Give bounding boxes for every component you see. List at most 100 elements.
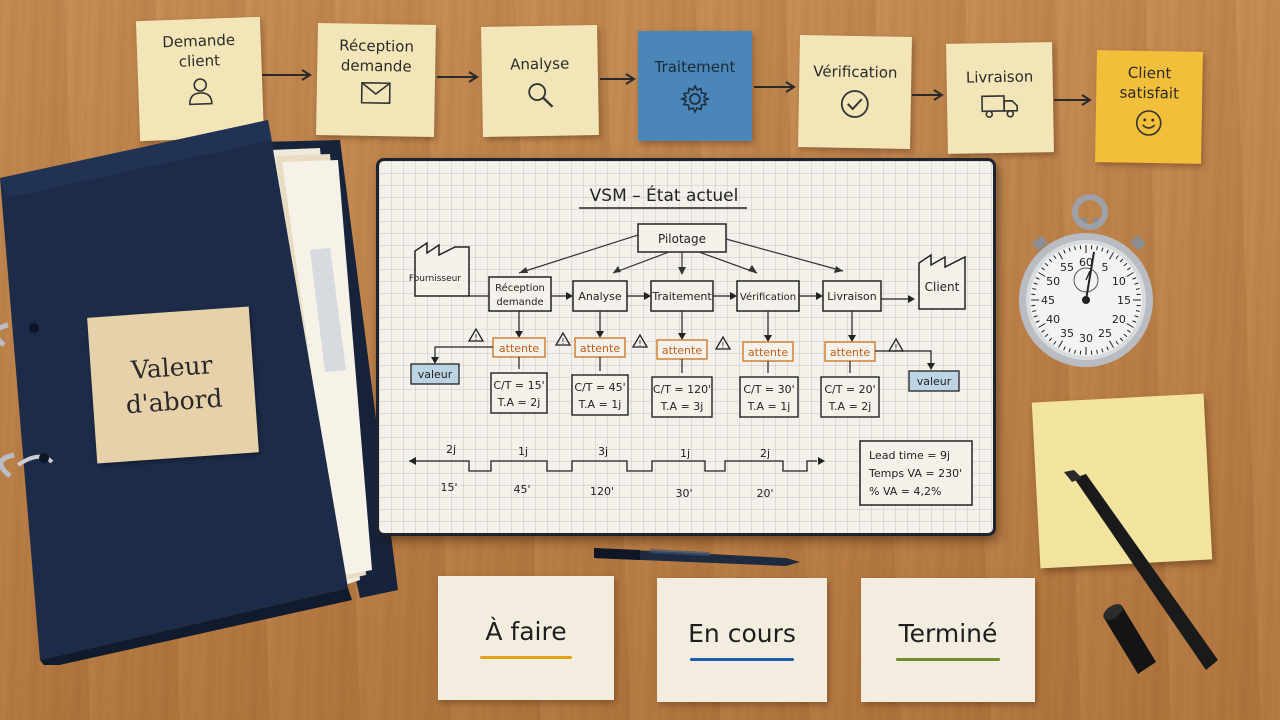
flow-step-livraison[interactable]: Livraison — [946, 42, 1054, 154]
stopwatch-number: 15 — [1117, 294, 1131, 307]
vsm-data-box: C/T = 45' T.A = 1j — [571, 374, 629, 416]
vsm-process-verification[interactable]: Vérification — [736, 280, 800, 312]
stopwatch-tick — [1109, 252, 1114, 260]
vsm-process-livraison[interactable]: Livraison — [822, 280, 882, 312]
stopwatch-tick — [1134, 282, 1139, 285]
smiley-icon — [1135, 110, 1162, 136]
svg-text:attente: attente — [662, 344, 702, 357]
flow-step-label: Livraison — [965, 67, 1034, 87]
stopwatch-tick — [1032, 288, 1037, 290]
svg-text:!: ! — [721, 341, 724, 350]
vsm-title: VSM – État actuel — [590, 184, 739, 206]
svg-text:attente: attente — [499, 342, 539, 355]
kanban-card-done[interactable]: Terminé — [861, 578, 1035, 702]
wait-box: attente — [574, 337, 626, 358]
stopwatch-tick — [1035, 320, 1040, 323]
stopwatch-tick — [1126, 272, 1134, 277]
stopwatch-tick — [1068, 247, 1071, 252]
flow-step-client-satisfait[interactable]: Client satisfait — [1095, 50, 1203, 164]
customer-factory-icon — [918, 253, 966, 310]
flow-arrow — [437, 71, 479, 83]
kanban-card-todo[interactable]: À faire — [438, 576, 614, 700]
flow-step-label: Traitement — [654, 58, 736, 76]
svg-text:T.A = 1j: T.A = 1j — [747, 400, 791, 413]
flow-step-reception-demande[interactable]: Réception demande — [316, 22, 436, 138]
envelope-icon — [360, 81, 391, 105]
lead-time: Lead time = 9j — [869, 449, 950, 462]
supplier-factory-icon — [414, 241, 470, 297]
stopwatch-tick — [1135, 288, 1140, 290]
vsm-data-box: C/T = 30' T.A = 1j — [739, 376, 799, 418]
svg-text:!: ! — [474, 333, 477, 342]
flow-step-analyse[interactable]: Analyse — [481, 24, 599, 138]
wait-box: attente — [656, 339, 708, 360]
process-label: Vérification — [740, 291, 796, 303]
flow-step-traitement[interactable]: Traitement — [638, 31, 752, 141]
stopwatch-tick — [1096, 349, 1098, 354]
va-time: Temps VA = 230' — [868, 467, 962, 480]
timeline-wait: 1j — [680, 447, 690, 460]
stopwatch-tick — [1115, 255, 1119, 260]
stopwatch-tick — [1134, 315, 1139, 318]
stopwatch-tick — [1063, 249, 1066, 254]
svg-text:T.A = 1j: T.A = 1j — [578, 398, 622, 411]
process-label: Réception — [495, 282, 545, 294]
stopwatch-tick — [1123, 333, 1128, 338]
value-box-left: valeur — [410, 363, 460, 385]
stopwatch-tick — [1096, 246, 1098, 251]
pen[interactable] — [590, 540, 805, 570]
flow-arrow — [1054, 94, 1092, 106]
svg-text:!: ! — [894, 343, 897, 352]
vsm-process-analyse[interactable]: Analyse — [572, 280, 628, 312]
svg-text:C/T = 30': C/T = 30' — [743, 383, 794, 396]
flow-step-verification[interactable]: Vérification — [798, 35, 912, 149]
stopwatch-number: 25 — [1098, 327, 1112, 340]
stopwatch-tick — [1126, 329, 1131, 333]
kanban-card-in-progress[interactable]: En cours — [657, 578, 827, 702]
timeline-wait: 2j — [446, 443, 456, 456]
stopwatch-number: 45 — [1041, 294, 1055, 307]
stopwatch-tick — [1033, 282, 1038, 285]
stopwatch-tick — [1115, 340, 1119, 345]
stopwatch-tick — [1063, 346, 1066, 351]
timeline-cycle: 30' — [675, 487, 692, 500]
value-box-right: valeur — [908, 370, 960, 392]
process-label: Livraison — [827, 290, 876, 303]
vsm-process-reception[interactable]: Réception demande — [488, 276, 552, 312]
stopwatch-number: 35 — [1060, 327, 1074, 340]
vsm-control-box[interactable] — [637, 223, 727, 253]
vsm-process-traitement[interactable]: Traitement — [650, 280, 714, 312]
svg-text:!: ! — [561, 337, 564, 346]
stopwatch-tick — [1135, 310, 1140, 312]
kanban-label: À faire — [485, 617, 567, 646]
stopwatch-tick — [1053, 255, 1057, 260]
kanban-label: En cours — [688, 619, 796, 648]
stopwatch-tick — [1068, 348, 1071, 353]
stopwatch-number: 40 — [1046, 313, 1060, 326]
timeline-wait: 2j — [760, 447, 770, 460]
timeline-wait: 1j — [518, 445, 528, 458]
timeline-cycle: 45' — [513, 483, 530, 496]
flow-step-label: Analyse — [510, 54, 570, 74]
check-circle-icon — [840, 90, 869, 118]
stopwatch-tick — [1109, 340, 1114, 348]
stopwatch-tick — [1058, 252, 1063, 260]
vsm-control-label: Pilotage — [658, 232, 706, 246]
binder-label-line1: Valeur — [130, 350, 214, 385]
timeline-wait: 3j — [598, 445, 608, 458]
stopwatch-tick — [1106, 249, 1109, 254]
svg-text:attente: attente — [580, 342, 620, 355]
truck-icon — [981, 95, 1019, 118]
stopwatch-tick — [1074, 246, 1076, 251]
flow-step-demande-client[interactable]: Demande client — [135, 16, 265, 142]
stopwatch-tick — [1126, 267, 1131, 271]
flow-arrow — [262, 69, 312, 81]
marker-cap[interactable] — [1098, 600, 1162, 680]
warning-icon — [467, 327, 905, 352]
flow-arrow — [754, 81, 796, 93]
marker[interactable] — [1060, 468, 1230, 678]
timeline-cycle: 15' — [440, 481, 457, 494]
svg-text:C/T = 20': C/T = 20' — [824, 383, 875, 396]
svg-text:valeur: valeur — [917, 375, 952, 388]
